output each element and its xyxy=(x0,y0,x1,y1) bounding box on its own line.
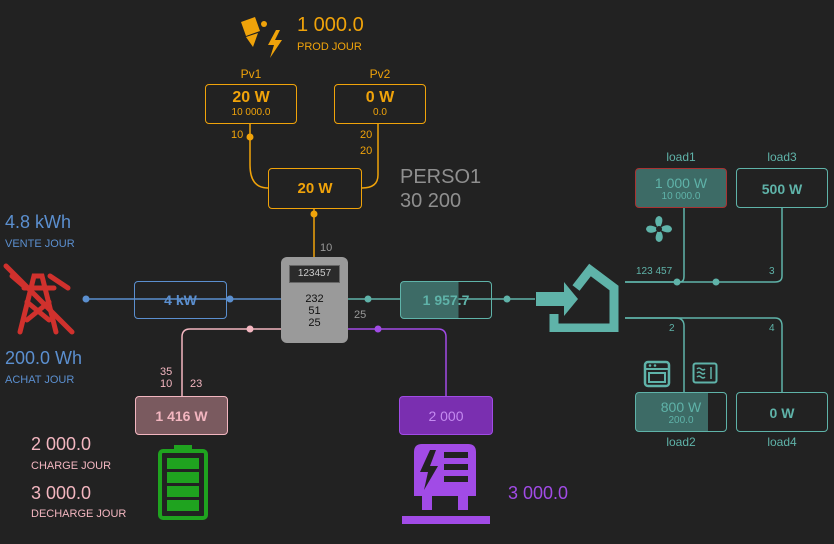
load-power-box[interactable]: 1 957.7 xyxy=(400,281,492,319)
pv-total-box[interactable]: 20 W xyxy=(268,168,362,209)
load3-flow: 3 xyxy=(769,266,775,277)
inverter-line-3: 25 xyxy=(308,317,321,329)
battery-flow-dot xyxy=(246,325,254,333)
inverter-id: 123457 xyxy=(289,265,340,283)
battery-icon xyxy=(158,444,208,525)
load3-wire xyxy=(625,208,783,283)
grid-power: 4 kW xyxy=(164,292,197,308)
pv1-box[interactable]: 20 W 10 000.0 xyxy=(205,84,297,124)
oven-icon xyxy=(643,360,671,393)
pv1-wire xyxy=(249,124,269,189)
pv2-flow-2: 20 xyxy=(360,145,373,157)
ev-wire xyxy=(314,328,447,396)
load3-box[interactable]: 500 W xyxy=(736,168,828,208)
solar-panel-icon xyxy=(238,14,288,67)
battery-power-box[interactable]: 1 416 W xyxy=(135,396,228,435)
inverter-pv-flow: 10 xyxy=(320,242,333,254)
battery-discharge-label: DECHARGE JOUR xyxy=(31,508,127,520)
load-flow-dot-1 xyxy=(364,295,372,303)
ev-charger-icon xyxy=(400,440,492,531)
grid-buy-label: ACHAT JOUR xyxy=(5,374,75,386)
load-flow-dot-2 xyxy=(503,295,511,303)
inverter-line-2: 51 xyxy=(308,305,321,317)
pv1-sub: 10 000.0 xyxy=(231,107,271,118)
grid-sell-value: 4.8 kWh xyxy=(5,212,72,232)
load2-name: load2 xyxy=(666,435,696,449)
battery-wire xyxy=(181,328,314,396)
battery-power: 1 416 W xyxy=(155,408,208,424)
load1-power: 1 000 W xyxy=(654,175,708,191)
pv1-flow: 10 xyxy=(231,129,244,141)
pv1-name: Pv1 xyxy=(240,67,262,81)
production-value: 1 000.0 xyxy=(297,14,364,36)
load1-sub: 10 000.0 xyxy=(661,191,701,202)
production-label: PROD JOUR xyxy=(297,41,362,53)
battery-flow-a: 35 xyxy=(160,366,173,378)
load1-flow-dot xyxy=(673,278,681,286)
pv1-flow-dot xyxy=(246,133,254,141)
load4-power: 0 W xyxy=(769,405,795,421)
power-tower-icon xyxy=(2,262,76,341)
load2-power: 800 W xyxy=(660,399,702,415)
battery-charge-label: CHARGE JOUR xyxy=(31,460,112,472)
load1-box[interactable]: 1 000 W 10 000.0 xyxy=(635,168,727,208)
pv2-name: Pv2 xyxy=(369,67,391,81)
pv2-sub: 0.0 xyxy=(373,107,387,118)
inverter-title: PERSO1 xyxy=(400,166,482,188)
load-power: 1 957.7 xyxy=(422,292,470,308)
load1-flow: 123 457 xyxy=(636,266,673,277)
ev-power-box[interactable]: 2 000 xyxy=(399,396,493,435)
pv-total-flow-dot xyxy=(310,210,318,218)
load4-name: load4 xyxy=(767,435,797,449)
load2-sub: 200.0 xyxy=(668,415,694,426)
grid-end-dot xyxy=(82,295,90,303)
grid-power-box[interactable]: 4 kW xyxy=(134,281,227,319)
battery-discharge-value: 3 000.0 xyxy=(31,483,92,503)
load4-flow: 4 xyxy=(769,323,775,334)
grid-buy-value: 200.0 Wh xyxy=(5,348,83,368)
microwave-icon xyxy=(692,362,718,389)
battery-charge-value: 2 000.0 xyxy=(31,434,92,454)
ev-value: 3 000.0 xyxy=(508,483,569,503)
load4-box[interactable]: 0 W xyxy=(736,392,828,432)
inverter-box[interactable]: 123457 232 51 25 xyxy=(281,257,348,343)
pv1-power: 20 W xyxy=(232,89,270,106)
load1-name: load1 xyxy=(666,150,696,164)
pv2-flow-1: 20 xyxy=(360,129,373,141)
fan-icon xyxy=(644,214,674,249)
pv-total-power: 20 W xyxy=(297,180,333,197)
inverter-line-1: 232 xyxy=(305,293,324,305)
pv2-box[interactable]: 0 W 0.0 xyxy=(334,84,426,124)
load2-box[interactable]: 800 W 200.0 xyxy=(635,392,727,432)
grid-sell-label: VENTE JOUR xyxy=(5,238,75,250)
load3-flow-dot xyxy=(712,278,720,286)
load3-name: load3 xyxy=(767,150,797,164)
load2-flow: 2 xyxy=(669,323,675,334)
load3-power: 500 W xyxy=(761,181,803,197)
battery-flow-c: 23 xyxy=(190,378,203,390)
ev-power: 2 000 xyxy=(428,408,464,424)
inverter-grid-flow: 25 xyxy=(354,309,367,321)
ev-flow-dot xyxy=(374,325,382,333)
pv2-wire xyxy=(361,124,379,189)
battery-flow-b: 10 xyxy=(160,378,173,390)
grid-flow-dot xyxy=(226,295,234,303)
inverter-value: 30 200 xyxy=(400,190,462,212)
house-arrow-icon xyxy=(534,258,624,337)
pv2-power: 0 W xyxy=(365,89,395,106)
load4-wire xyxy=(625,317,783,392)
